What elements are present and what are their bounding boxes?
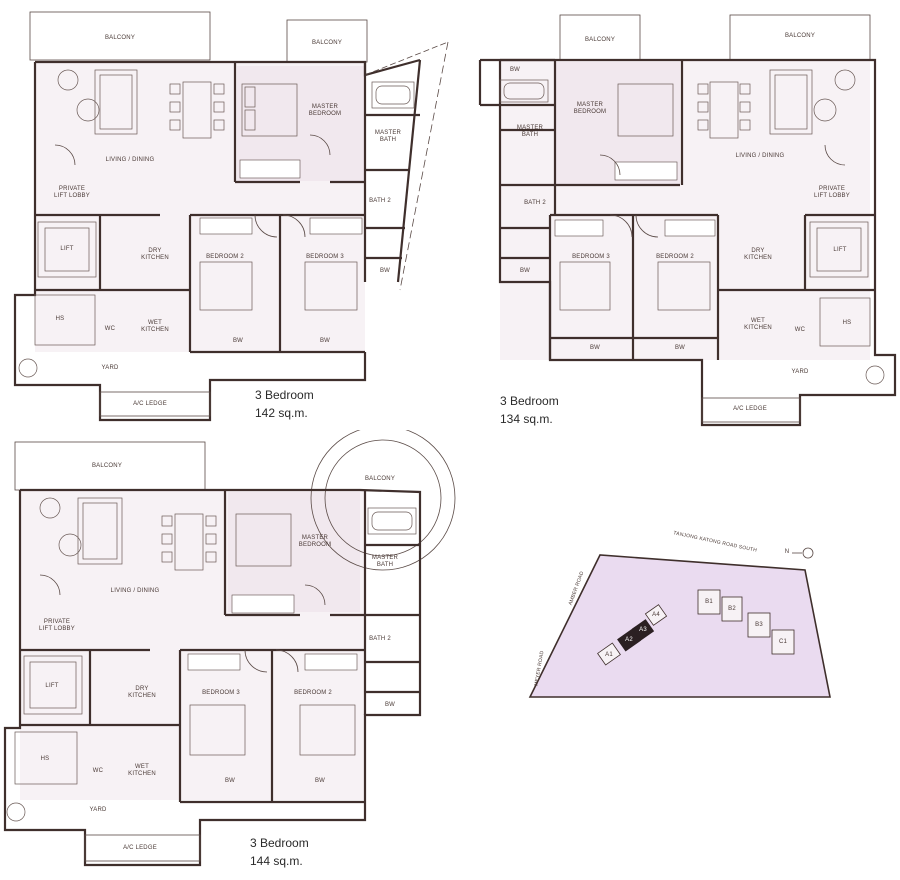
unit-area: 144 sq.m. bbox=[250, 854, 303, 868]
tower-label: A3 bbox=[639, 627, 647, 633]
master-bedroom-label: MASTER BEDROOM bbox=[298, 535, 332, 548]
tower-label: C1 bbox=[778, 639, 788, 645]
floor-plan-134-drawing bbox=[478, 14, 897, 427]
living-dining-label: LIVING / DINING bbox=[105, 157, 155, 163]
bedroom-2-label: BEDROOM 2 bbox=[206, 254, 244, 260]
balcony-label: BALCONY bbox=[91, 463, 123, 469]
yard-label: YARD bbox=[89, 807, 107, 813]
private-lift-lobby-label: PRIVATE LIFT LOBBY bbox=[54, 186, 90, 199]
floor-plan-142-drawing bbox=[13, 11, 449, 422]
hs-label: HS bbox=[55, 316, 65, 322]
ac-ledge-label: A/C LEDGE bbox=[133, 401, 167, 407]
unit-type: 3 Bedroom bbox=[250, 836, 309, 850]
master-bath-label: MASTER BATH bbox=[516, 125, 544, 138]
tower-bc-group bbox=[697, 589, 795, 655]
bath-2-label: BATH 2 bbox=[369, 636, 391, 642]
tower-label: B2 bbox=[728, 606, 736, 612]
bedroom-2-label: BEDROOM 2 bbox=[656, 254, 694, 260]
floor-plan-144-drawing bbox=[3, 425, 456, 867]
bw-label: BW bbox=[232, 338, 244, 344]
bedroom-3-label: BEDROOM 3 bbox=[306, 254, 344, 260]
wc-label: WC bbox=[794, 327, 806, 333]
tower-label: A1 bbox=[605, 652, 613, 658]
balcony-label: BALCONY bbox=[311, 40, 343, 46]
unit-type: 3 Bedroom bbox=[255, 388, 314, 402]
private-lift-lobby-label: PRIVATE LIFT LOBBY bbox=[39, 619, 75, 632]
bw-label: BW bbox=[509, 67, 521, 73]
bedroom-2-label: BEDROOM 2 bbox=[294, 690, 332, 696]
master-bath-label: MASTER BATH bbox=[374, 130, 402, 143]
bedroom-3-label: BEDROOM 3 bbox=[572, 254, 610, 260]
lift-label: LIFT bbox=[60, 246, 74, 252]
balcony-label: BALCONY bbox=[104, 35, 136, 41]
living-dining-label: LIVING / DINING bbox=[110, 588, 160, 594]
wc-label: WC bbox=[92, 768, 104, 774]
master-bath-label: MASTER BATH bbox=[371, 555, 399, 568]
tower-label: A2 bbox=[625, 637, 633, 643]
hs-label: HS bbox=[40, 756, 50, 762]
master-bedroom-label: MASTER BEDROOM bbox=[573, 102, 607, 115]
bw-label: BW bbox=[319, 338, 331, 344]
bw-label: BW bbox=[224, 778, 236, 784]
lift-label: LIFT bbox=[833, 247, 847, 253]
floor-plan-142: BALCONY BALCONY LIVING / DINING MASTER B… bbox=[0, 0, 450, 430]
master-bedroom-label: MASTER BEDROOM bbox=[308, 104, 342, 117]
living-dining-label: LIVING / DINING bbox=[735, 153, 785, 159]
wet-kitchen-label: WET KITCHEN bbox=[141, 320, 169, 333]
bw-label: BW bbox=[379, 268, 391, 274]
wc-label: WC bbox=[104, 326, 116, 332]
balcony-label: BALCONY bbox=[584, 37, 616, 43]
balcony-label: BALCONY bbox=[364, 476, 396, 482]
yard-label: YARD bbox=[791, 369, 809, 375]
private-lift-lobby-label: PRIVATE LIFT LOBBY bbox=[814, 186, 850, 199]
bedroom-3-label: BEDROOM 3 bbox=[202, 690, 240, 696]
balcony-label: BALCONY bbox=[784, 33, 816, 39]
tower-a-group bbox=[597, 604, 668, 666]
dry-kitchen-label: DRY KITCHEN bbox=[141, 248, 169, 261]
ac-ledge-label: A/C LEDGE bbox=[733, 406, 767, 412]
bw-label: BW bbox=[384, 702, 396, 708]
tower-label: B1 bbox=[705, 599, 713, 605]
lift-label: LIFT bbox=[45, 683, 59, 689]
site-key-plan-drawing bbox=[528, 547, 831, 698]
bw-label: BW bbox=[314, 778, 326, 784]
unit-area: 134 sq.m. bbox=[500, 412, 553, 426]
tower-label: A4 bbox=[652, 612, 660, 618]
unit-caption: 3 Bedroom 142 sq.m. bbox=[255, 386, 314, 422]
unit-caption: 3 Bedroom 144 sq.m. bbox=[250, 834, 309, 870]
unit-area: 142 sq.m. bbox=[255, 406, 308, 420]
unit-type: 3 Bedroom bbox=[500, 394, 559, 408]
unit-caption: 3 Bedroom 134 sq.m. bbox=[500, 392, 559, 428]
bw-label: BW bbox=[674, 345, 686, 351]
wet-kitchen-label: WET KITCHEN bbox=[744, 318, 772, 331]
bw-label: BW bbox=[519, 268, 531, 274]
hs-label: HS bbox=[842, 320, 852, 326]
dry-kitchen-label: DRY KITCHEN bbox=[744, 248, 772, 261]
bath-2-label: BATH 2 bbox=[524, 200, 546, 206]
north-arrow-label: N bbox=[784, 549, 790, 555]
bath-2-label: BATH 2 bbox=[369, 198, 391, 204]
yard-label: YARD bbox=[101, 365, 119, 371]
dry-kitchen-label: DRY KITCHEN bbox=[128, 686, 156, 699]
site-key-plan: TANJONG KATONG ROAD SOUTH AMBER ROAD MEY… bbox=[520, 530, 840, 715]
bw-label: BW bbox=[589, 345, 601, 351]
wet-kitchen-label: WET KITCHEN bbox=[128, 764, 156, 777]
floor-plan-134: BALCONY BALCONY BW LIVING / DINING MASTE… bbox=[470, 0, 900, 435]
ac-ledge-label: A/C LEDGE bbox=[123, 845, 157, 851]
tower-label: B3 bbox=[755, 622, 763, 628]
floor-plan-144: BALCONY BALCONY LIVING / DINING MASTER B… bbox=[0, 425, 470, 875]
